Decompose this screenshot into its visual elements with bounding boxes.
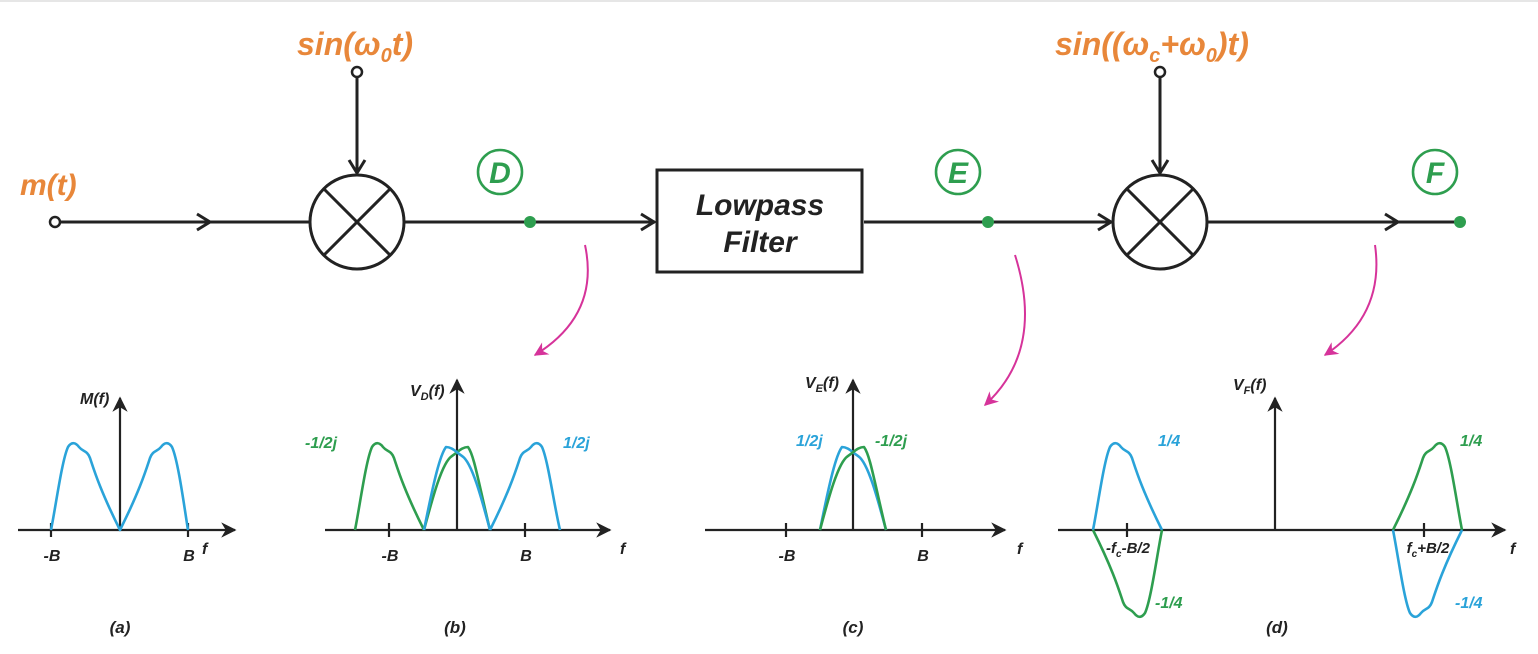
svg-text:1/4: 1/4 [1460,433,1482,450]
svg-text:F: F [1426,157,1445,190]
block-diagram: m(t) sin(ω0t) D Lowpass Filter [20,26,1466,406]
node-e-badge: E [934,148,982,196]
svg-text:Filter: Filter [723,226,799,259]
svg-text:-B: -B [779,548,796,565]
carrier-1-label: sin(ω0t) [297,26,413,67]
vf-blue-upper-left [1091,441,1164,531]
carrier-1-terminal [350,65,364,79]
vf-pos-tick-label: fc+B/2 [1407,540,1450,560]
node-f-badge: F [1411,148,1459,196]
pointer-arrow-d [533,244,589,356]
input-terminal [48,215,62,229]
pointer-arrow-f [1323,244,1378,356]
vd-ylabel: VD(f) [410,383,445,403]
svg-text:M(f): M(f) [80,391,109,408]
mixer-2 [1111,173,1209,271]
svg-text:(b): (b) [444,618,466,637]
filter-input-arrow [640,212,657,232]
svg-text:(a): (a) [110,618,131,637]
node-f-dot [1454,216,1466,228]
carrier-2-arrow [1150,159,1170,176]
spectrum-d: VF(f) 1/4 -1/4 1/4 -1/4 -fc-B/2 fc+B/2 f… [1058,377,1517,637]
pointer-arrow-e [983,254,1026,406]
svg-text:-1/2j: -1/2j [875,433,908,450]
svg-text:f: f [620,541,627,558]
ve-green [818,445,888,531]
svg-text:1/4: 1/4 [1158,433,1180,450]
vd-green-center [422,445,492,531]
vd-green-left [353,441,426,531]
node-d-badge: D [476,148,524,196]
vf-blue-lower-right [1391,529,1464,619]
svg-text:1/2j: 1/2j [563,435,590,452]
carrier-2-label: sin((ωc+ω0)t) [1055,26,1249,67]
vf-green-lower-left [1091,529,1164,619]
vf-neg-tick-label: -fc-B/2 [1106,540,1151,560]
node-e-dot [982,216,994,228]
carrier-2-terminal [1153,65,1167,79]
node-d-dot [524,216,536,228]
ve-blue [818,445,888,531]
svg-text:Lowpass: Lowpass [696,189,824,222]
mixer-2-input-arrow [1097,212,1114,232]
svg-text:-B: -B [382,548,399,565]
ve-ylabel: VE(f) [805,375,839,395]
input-wire-arrow [196,212,213,232]
svg-text:B: B [917,548,929,565]
message-spectrum [49,441,190,532]
svg-text:1/2j: 1/2j [796,433,823,450]
vf-green-upper-right [1391,441,1464,531]
svg-text:-1/2j: -1/2j [305,435,338,452]
lowpass-filter-block: Lowpass Filter [655,168,864,274]
spectrum-c: VE(f) 1/2j -1/2j -B B f (c) [705,375,1024,637]
spectrum-b: VD(f) -1/2j 1/2j -B B f (b) [305,378,627,637]
svg-text:f: f [1510,541,1517,558]
svg-text:D: D [489,157,511,190]
message-label: m(t) [20,169,77,202]
mixer-1 [308,173,406,271]
svg-text:-1/4: -1/4 [1155,595,1183,612]
svg-text:(d): (d) [1266,618,1288,637]
vd-blue-right [488,441,562,531]
svg-text:f: f [202,541,209,558]
spectrum-a: M(f) -B B f (a) [18,391,237,637]
vf-ylabel: VF(f) [1233,377,1266,397]
carrier-1-arrow [347,159,367,176]
svg-text:(c): (c) [843,618,864,637]
vd-blue-center [422,445,492,531]
svg-text:-B: -B [44,548,61,565]
output-wire-arrow [1384,212,1401,232]
svg-text:f: f [1017,541,1024,558]
svg-text:B: B [183,548,195,565]
svg-text:B: B [520,548,532,565]
svg-text:E: E [948,157,969,190]
svg-text:-1/4: -1/4 [1455,595,1483,612]
